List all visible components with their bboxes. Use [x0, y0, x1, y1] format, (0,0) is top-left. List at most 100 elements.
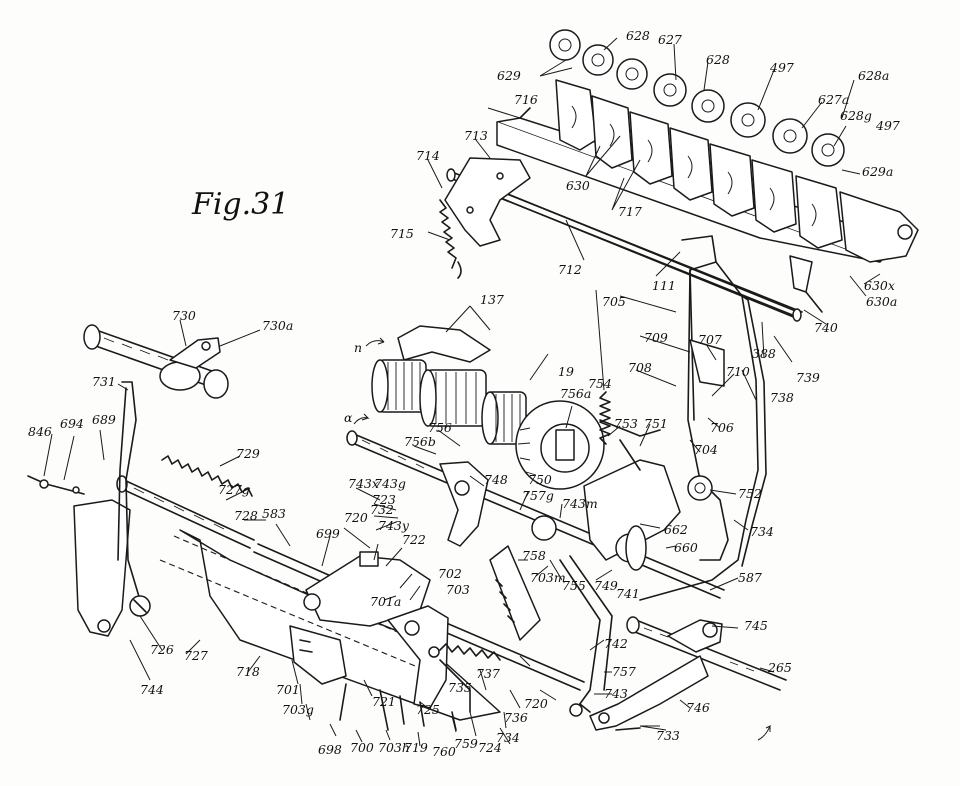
- label-727g: 727g: [218, 482, 250, 497]
- label-730a: 730a: [262, 318, 293, 333]
- label-748: 748: [484, 472, 508, 487]
- label-739: 739: [796, 370, 820, 385]
- drum-assembly: [371, 325, 611, 490]
- label-756a: 756a: [560, 386, 591, 401]
- label-755: 755: [562, 578, 586, 593]
- rotation-arrows: [353, 337, 771, 741]
- label-726: 726: [150, 642, 174, 657]
- label-728: 728: [234, 508, 258, 523]
- label-757g: 757g: [522, 488, 554, 503]
- label-731: 731: [92, 374, 116, 389]
- label-736: 734: [496, 730, 520, 745]
- label-627: 627: [658, 32, 682, 47]
- label-737: 736: [504, 710, 528, 725]
- label-704: 704: [694, 442, 718, 457]
- label-630a: 630a: [866, 294, 897, 309]
- label-738: 738: [770, 390, 794, 405]
- label-743x: 743x: [348, 476, 379, 491]
- label-628-top: 628: [626, 28, 650, 43]
- label-627a: 627a: [818, 92, 849, 107]
- label-698: 744: [140, 682, 164, 697]
- label-710: 710: [726, 364, 750, 379]
- wheel-frames: [555, 79, 919, 263]
- label-709: 709: [644, 330, 668, 345]
- label-741: 741: [616, 586, 640, 601]
- label-734-bottom: 720: [524, 696, 548, 711]
- label-733: 735: [448, 680, 472, 695]
- label-707: 707: [698, 332, 722, 347]
- label-628a: 628a: [858, 68, 889, 83]
- label-718: 718: [236, 664, 260, 679]
- label-717: 717: [618, 204, 642, 219]
- label-265: 265: [767, 660, 792, 675]
- label-730: 730: [172, 308, 196, 323]
- label-694: 694: [60, 416, 84, 431]
- reference-labels: 629 628 627 628 497 628a 627a 628g 497 6…: [28, 28, 900, 759]
- label-754: 754: [588, 376, 612, 391]
- label-723: 723: [372, 492, 396, 507]
- label-388: 388: [752, 346, 776, 361]
- label-713: 713: [464, 128, 488, 143]
- label-721: 725: [416, 702, 440, 717]
- label-630x: 630x: [864, 278, 895, 293]
- label-rotation-m: n: [354, 340, 362, 355]
- label-720-top: 720: [344, 510, 368, 525]
- label-743g: 743g: [374, 476, 406, 491]
- label-743: 743: [604, 686, 628, 701]
- label-714: 714: [416, 148, 440, 163]
- label-727: 727: [184, 648, 208, 663]
- label-751: 751: [644, 416, 668, 431]
- label-735: 737: [476, 666, 500, 681]
- label-722: 722: [402, 532, 426, 547]
- label-628: 628: [706, 52, 730, 67]
- label-587: 587: [738, 570, 762, 585]
- label-719: 760: [432, 744, 456, 759]
- label-662: 662: [664, 522, 688, 537]
- label-760: 759: [454, 736, 478, 751]
- label-743m: 743m: [562, 496, 598, 511]
- label-497-right: 497: [875, 118, 900, 133]
- label-759: 724: [478, 740, 502, 755]
- label-703g: 703g: [282, 702, 314, 717]
- label-700: 703h: [378, 740, 410, 755]
- label-rotation-n: α: [344, 410, 353, 425]
- label-703m: 703m: [530, 570, 566, 585]
- label-744: 733: [656, 728, 680, 743]
- label-752: 752: [738, 486, 762, 501]
- label-758: 758: [522, 548, 546, 563]
- label-703h: 698: [318, 742, 342, 757]
- leader-lines: [43, 37, 881, 747]
- label-729: 729: [236, 446, 260, 461]
- digit-wheels: [549, 29, 845, 167]
- label-716: 716: [514, 92, 538, 107]
- label-701a: 701a: [370, 594, 401, 609]
- label-846: 846: [28, 424, 52, 439]
- label-756b: 756b: [404, 434, 436, 449]
- figure-title: Fig.31: [191, 187, 289, 222]
- side-frame: [639, 235, 767, 601]
- label-712: 712: [558, 262, 582, 277]
- label-757: 757: [612, 664, 636, 679]
- label-750: 750: [528, 472, 552, 487]
- label-660: 660: [674, 540, 698, 555]
- label-745: 745: [744, 618, 768, 633]
- label-720-bottom: 721: [372, 694, 396, 709]
- label-689: 689: [92, 412, 116, 427]
- label-734-right: 734: [750, 524, 774, 539]
- label-19: 19: [558, 364, 574, 379]
- label-746: 746: [686, 700, 710, 715]
- label-705: 705: [602, 294, 626, 309]
- label-630: 630: [566, 178, 590, 193]
- label-749: 749: [594, 578, 618, 593]
- label-708: 708: [628, 360, 652, 375]
- label-742: 742: [604, 636, 628, 651]
- label-753: 753: [614, 416, 638, 431]
- label-724: 700: [350, 740, 374, 755]
- upper-left-shaft: [83, 324, 229, 399]
- lower-middle-mechanism: [289, 551, 501, 731]
- label-725: 719: [404, 740, 428, 755]
- label-629: 629: [497, 68, 521, 83]
- digit-wheel-carriage: [439, 29, 919, 322]
